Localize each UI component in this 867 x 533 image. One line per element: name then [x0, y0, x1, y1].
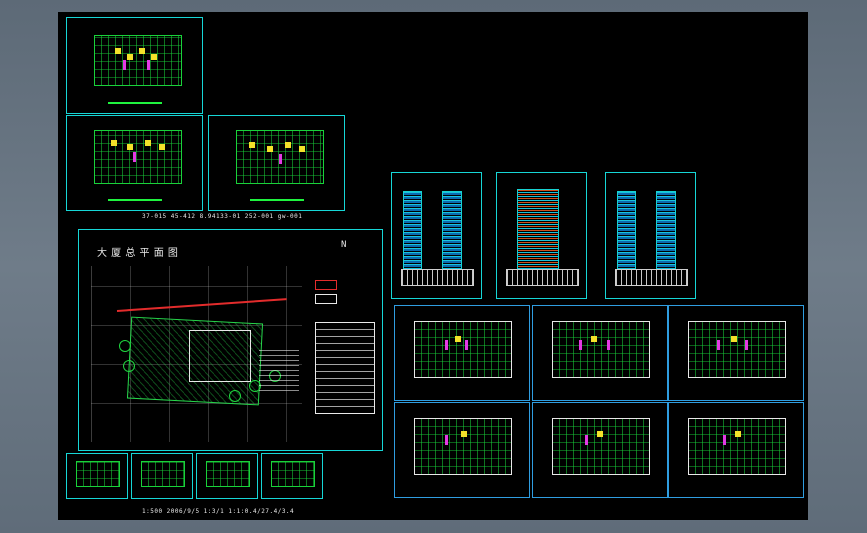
notes-block	[259, 350, 299, 395]
drawing-sheet-floor-plan-1[interactable]	[66, 17, 203, 114]
drawing-sheet-typical-floor-3[interactable]	[668, 305, 804, 401]
model-space-canvas[interactable]: 37-015 45-412 8.94133-01 252-001 gw-001 …	[58, 12, 808, 520]
drawing-sheet-elevation-3[interactable]	[605, 172, 696, 299]
drawing-sheet-typical-floor-6[interactable]	[668, 402, 804, 498]
drawing-sheet-unit-plan-4[interactable]	[261, 453, 323, 499]
drawing-sheet-typical-floor-1[interactable]	[394, 305, 530, 401]
north-arrow-icon: N	[341, 240, 347, 250]
site-plan-title: 大 厦 总 平 面 图	[97, 248, 179, 259]
drawing-sheet-unit-plan-2[interactable]	[131, 453, 193, 499]
drawing-sheet-floor-plan-2[interactable]	[66, 115, 203, 211]
drawing-sheet-typical-floor-2[interactable]	[532, 305, 668, 401]
drawing-sheet-floor-plan-3[interactable]	[208, 115, 345, 211]
drawing-sheet-unit-plan-1[interactable]	[66, 453, 128, 499]
drawing-sheet-unit-plan-3[interactable]	[196, 453, 258, 499]
drawing-sheet-elevation-1[interactable]	[391, 172, 482, 299]
legend-table	[315, 322, 375, 414]
drawing-sheet-typical-floor-5[interactable]	[532, 402, 668, 498]
drawing-sheet-elevation-2[interactable]	[496, 172, 587, 299]
drawing-sheet-typical-floor-4[interactable]	[394, 402, 530, 498]
title-block-bottom-label: 1:500 2006/9/5 1:3/1 1:1:0.4/27.4/3.4	[142, 508, 295, 515]
title-block-row-label: 37-015 45-412 8.94133-01 252-001 gw-001	[142, 213, 303, 220]
drawing-sheet-site-plan[interactable]: 大 厦 总 平 面 图 N	[78, 229, 383, 451]
